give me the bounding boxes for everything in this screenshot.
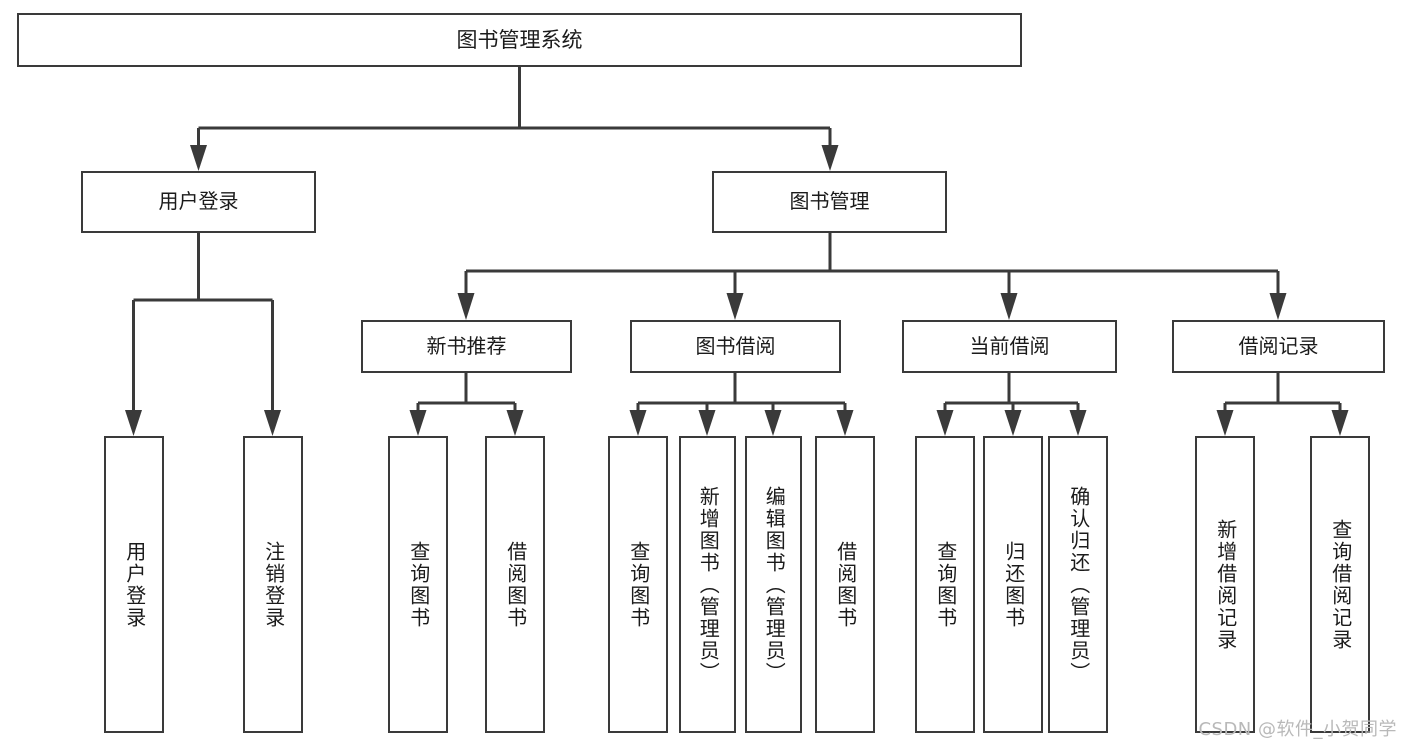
- leaf-add-borrow-record[interactable]: 新增借阅记录: [1195, 436, 1255, 733]
- arrowhead-leaf-edit-book: [764, 410, 782, 436]
- arrowhead-leaf-query-book-3: [936, 410, 954, 436]
- arrowhead-leaf-confirm-return: [1069, 410, 1087, 436]
- node-root-system[interactable]: 图书管理系统: [17, 13, 1022, 67]
- node-borrow-records[interactable]: 借阅记录: [1172, 320, 1385, 373]
- csdn-watermark: CSDN @软件_小贺同学: [1198, 719, 1397, 740]
- arrowhead-leaf-add-book: [698, 410, 716, 436]
- arrowhead-leaf-borrow-book-2: [836, 410, 854, 436]
- leaf-edit-book-admin[interactable]: 编辑图书（管理员）: [745, 436, 802, 733]
- arrowhead-leaf-add-record: [1216, 410, 1234, 436]
- leaf-borrow-book-borrow[interactable]: 借阅图书: [815, 436, 875, 733]
- node-current-borrow[interactable]: 当前借阅: [902, 320, 1117, 373]
- leaf-query-book-newbook[interactable]: 查询图书: [388, 436, 448, 733]
- leaf-user-logout[interactable]: 注销登录: [243, 436, 303, 733]
- node-book-borrow[interactable]: 图书借阅: [630, 320, 841, 373]
- arrowhead-login: [190, 145, 207, 171]
- arrowhead-current: [1000, 293, 1018, 320]
- leaf-query-borrow-record[interactable]: 查询借阅记录: [1310, 436, 1370, 733]
- leaf-borrow-book-newbook[interactable]: 借阅图书: [485, 436, 545, 733]
- node-book-management[interactable]: 图书管理: [712, 171, 947, 233]
- arrowhead-newbook: [457, 293, 475, 320]
- arrowhead-leaf-query-book-2: [629, 410, 647, 436]
- arrowhead-leaf-query-book-1: [409, 410, 427, 436]
- leaf-add-book-admin[interactable]: 新增图书（管理员）: [679, 436, 736, 733]
- arrowhead-borrow: [726, 293, 744, 320]
- leaf-query-book-current[interactable]: 查询图书: [915, 436, 975, 733]
- leaf-return-book[interactable]: 归还图书: [983, 436, 1043, 733]
- leaf-confirm-return-admin[interactable]: 确认归还（管理员）: [1048, 436, 1108, 733]
- arrowhead-leaf-user-logout: [264, 410, 281, 436]
- arrowhead-leaf-return-book: [1004, 410, 1022, 436]
- arrowhead-leaf-query-record: [1331, 410, 1349, 436]
- leaf-user-login[interactable]: 用户登录: [104, 436, 164, 733]
- node-new-book-recommend[interactable]: 新书推荐: [361, 320, 572, 373]
- arrowhead-leaf-borrow-book-1: [506, 410, 524, 436]
- arrowhead-records: [1269, 293, 1287, 320]
- node-user-login[interactable]: 用户登录: [81, 171, 316, 233]
- leaf-query-book-borrow[interactable]: 查询图书: [608, 436, 668, 733]
- arrowhead-leaf-user-login: [125, 410, 142, 436]
- arrowhead-bookmgmt: [821, 145, 839, 171]
